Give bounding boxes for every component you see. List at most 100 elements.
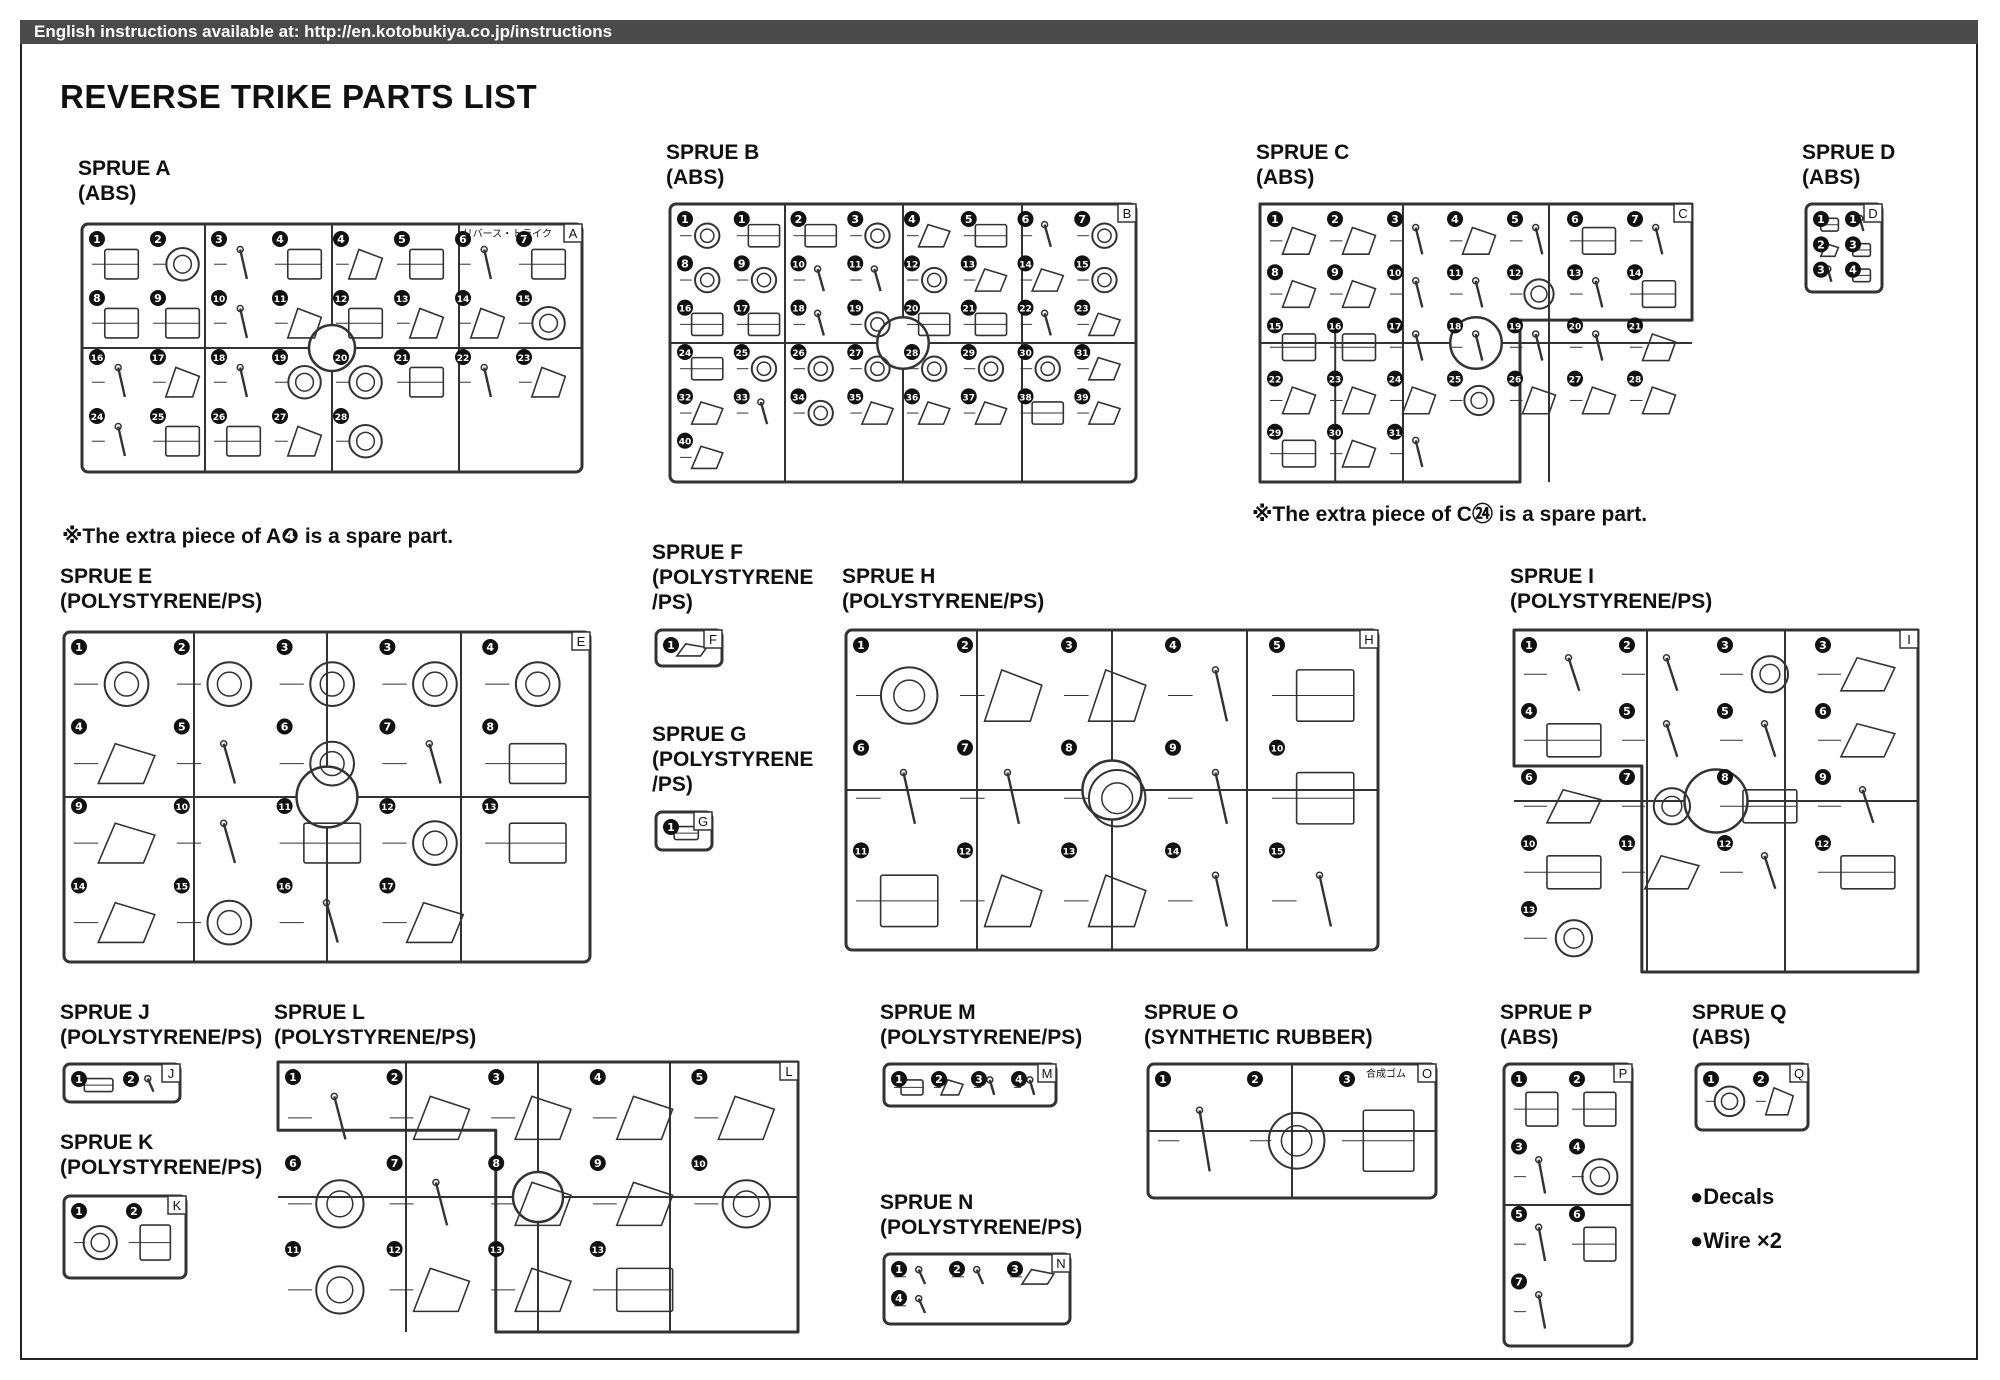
part-number-label: 3 — [1721, 639, 1729, 652]
part-number-label: 1 — [857, 639, 865, 652]
part-shape — [1414, 280, 1424, 308]
part-shape — [236, 245, 244, 254]
part-number-bead — [847, 388, 864, 405]
part-number: 5 — [691, 1069, 708, 1085]
part-number: 17 — [1387, 317, 1403, 334]
part-number: 5 — [173, 718, 190, 735]
part-shape — [1537, 1159, 1547, 1194]
sprue-letter-tag: L — [779, 1061, 799, 1081]
part-number-label: 40 — [679, 438, 692, 448]
part-number: 4 — [71, 718, 87, 735]
part-shape — [1003, 768, 1012, 777]
part-shape — [1211, 871, 1220, 879]
part-number-bead — [790, 211, 807, 227]
part-number-bead — [394, 231, 410, 247]
part-shape — [113, 671, 140, 697]
part-number: 17 — [379, 877, 396, 894]
part-number-bead — [276, 877, 293, 894]
part-number-label: 5 — [1511, 213, 1519, 226]
part-shape — [483, 249, 493, 280]
part-shape — [917, 400, 951, 425]
sprue-letter-box — [1863, 203, 1883, 223]
part-number: 7 — [957, 739, 973, 756]
part-shape — [333, 1096, 347, 1140]
part-number-bead — [663, 637, 679, 653]
part-number-label: 11 — [278, 803, 291, 813]
part-number: 12 — [904, 255, 920, 272]
runner-frame — [882, 1062, 1058, 1108]
part-number-bead — [211, 290, 227, 306]
sprue-letter-tag: E — [571, 631, 591, 651]
part-number: 24 — [1387, 370, 1403, 387]
part-shape — [699, 272, 715, 288]
part-number-label: 3 — [1849, 238, 1857, 251]
part-number-label: 12 — [1509, 269, 1522, 279]
part-shape — [1534, 227, 1544, 255]
part-number: 3 — [1511, 1138, 1527, 1155]
part-number-label: 8 — [681, 257, 689, 270]
part-number: 7 — [1074, 211, 1091, 227]
part-shape — [1043, 312, 1052, 336]
part-number-label: 20 — [1569, 322, 1582, 332]
part-shape — [239, 367, 249, 398]
part-number: 26 — [211, 408, 227, 424]
part-shape — [974, 400, 1008, 425]
part-shape — [870, 361, 885, 377]
part-shape — [1341, 439, 1377, 468]
part-number-label: 1 — [1707, 1073, 1715, 1086]
sprue-b-title: SPRUE B(ABS) — [666, 141, 760, 189]
part-number: 1 — [1155, 1071, 1171, 1087]
part-shape — [1537, 1294, 1547, 1329]
part-number-bead — [1521, 637, 1537, 653]
part-number-bead — [1247, 1071, 1263, 1087]
part-number: 2 — [1813, 236, 1829, 253]
part-shape — [513, 1181, 573, 1227]
part-number-label: 3 — [851, 213, 859, 226]
sprue-letter-box — [1051, 1253, 1071, 1273]
part-number: 1 — [891, 1071, 907, 1087]
sprue-letter-box — [1789, 1063, 1809, 1083]
part-number-bead — [1619, 703, 1635, 719]
part-shape — [1474, 280, 1484, 308]
part-number-bead — [931, 1071, 947, 1087]
part-number-label: 20 — [335, 354, 348, 364]
part-number: 3 — [1845, 236, 1861, 253]
part-shape — [1839, 656, 1896, 692]
part-shape — [983, 361, 999, 377]
part-number-label: 26 — [792, 349, 805, 359]
part-number-label: 9 — [154, 292, 162, 305]
part-number-label: 24 — [1389, 376, 1402, 386]
part-shape — [1087, 768, 1147, 828]
part-shape — [983, 668, 1043, 723]
part-number: 7 — [386, 1155, 403, 1171]
part-shape — [90, 1232, 111, 1253]
sprue-letter: E — [577, 634, 586, 649]
part-shape — [694, 266, 721, 294]
part-shape — [1652, 787, 1692, 826]
part-number: 13 — [589, 1241, 606, 1257]
part-shape — [222, 822, 237, 864]
part-shape — [206, 899, 253, 946]
part-shape — [972, 1265, 981, 1274]
sprue-letter: A — [569, 226, 578, 241]
sprue-letter-box — [1117, 203, 1137, 223]
part-shape — [1662, 720, 1671, 728]
part-number-bead — [790, 255, 807, 272]
sprue-letter: J — [168, 1066, 175, 1081]
part-number: 37 — [960, 388, 977, 405]
part-shape — [117, 426, 127, 457]
part-shape — [286, 425, 323, 457]
part-number: 3 — [1813, 261, 1829, 278]
part-shape — [813, 265, 822, 273]
part-shape — [1030, 267, 1065, 292]
part-shape — [807, 399, 834, 427]
part-shape — [1414, 227, 1424, 255]
part-number-bead — [1845, 236, 1861, 253]
part-number: 23 — [1327, 370, 1343, 387]
part-shape — [807, 355, 834, 382]
part-number: 13 — [1521, 901, 1537, 917]
